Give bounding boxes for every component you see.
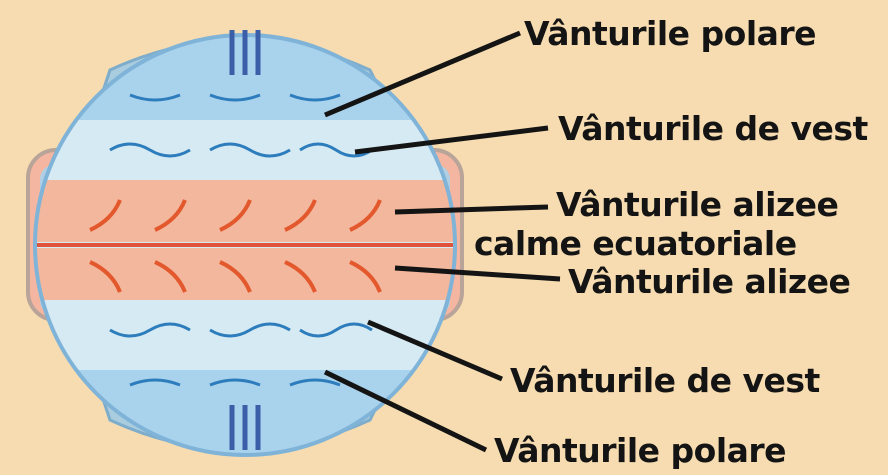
label-westerlies-south: Vânturile de vest — [510, 364, 820, 397]
globe — [20, 30, 470, 460]
label-westerlies-north: Vânturile de vest — [558, 112, 868, 145]
label-trade-winds-south: Vânturile alizee — [568, 265, 850, 298]
label-polar-winds-south: Vânturile polare — [494, 434, 786, 467]
label-polar-winds-north: Vânturile polare — [524, 17, 816, 50]
westerlies-band-north — [30, 120, 460, 190]
label-equatorial-calm: calme ecuatoriale — [474, 227, 797, 260]
label-trade-winds-north: Vânturile alizee — [556, 188, 838, 221]
